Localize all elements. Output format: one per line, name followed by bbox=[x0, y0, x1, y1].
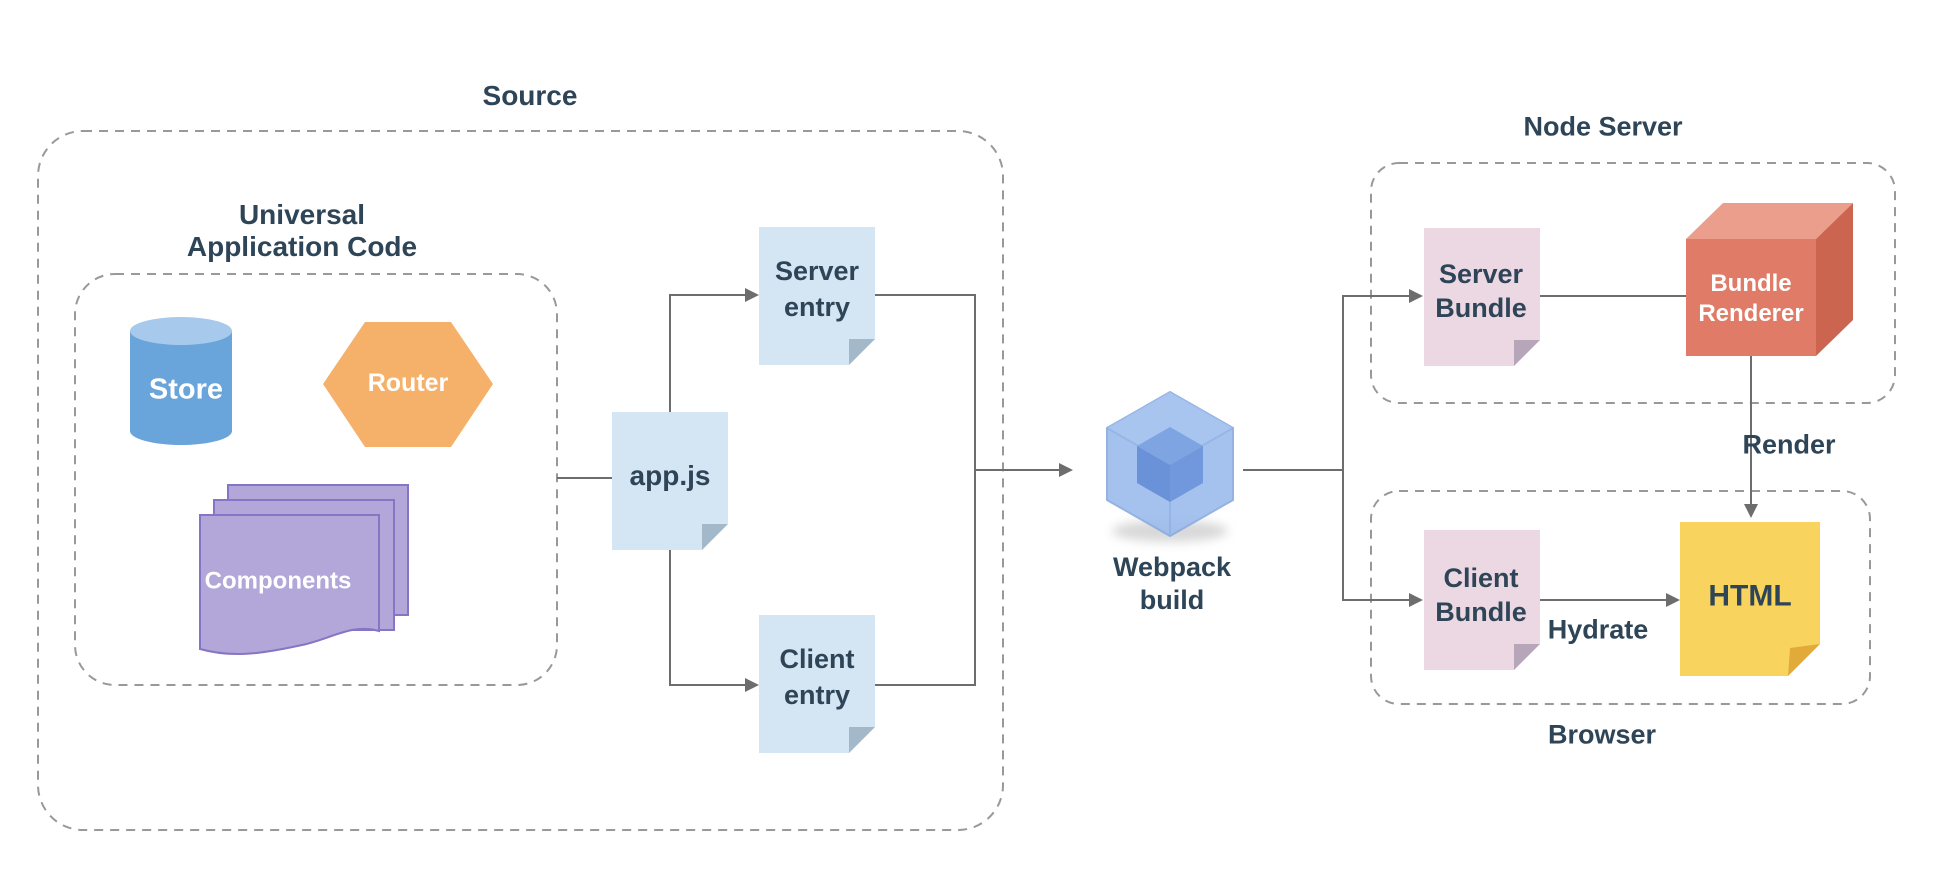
router-hexagon bbox=[323, 322, 493, 447]
appjs-node bbox=[612, 412, 728, 550]
client-entry-node bbox=[759, 615, 875, 753]
arrowhead-client-entry bbox=[745, 678, 759, 692]
node-server-label: Node Server bbox=[1523, 111, 1683, 142]
arrowhead-webpack bbox=[1059, 463, 1073, 477]
router-label: Router bbox=[367, 368, 449, 397]
bundle-renderer-label: Bundle Renderer bbox=[1698, 270, 1804, 327]
bundle-renderer-node bbox=[1686, 203, 1853, 356]
bundle-renderer-cube-side bbox=[1816, 203, 1853, 356]
client-bundle-node bbox=[1424, 530, 1540, 670]
browser-label: Browser bbox=[1547, 719, 1657, 750]
client-entry-doc-fold bbox=[849, 727, 875, 753]
connector-lines bbox=[557, 294, 1752, 686]
appjs-doc-fold bbox=[702, 524, 728, 550]
universal-app-container bbox=[74, 273, 558, 686]
source-label: Source bbox=[482, 79, 578, 111]
components-node bbox=[199, 484, 409, 655]
bundle-renderer-cube-front bbox=[1686, 239, 1816, 356]
edge-split-to-bundles bbox=[1342, 295, 1410, 601]
store-cylinder-top bbox=[130, 317, 232, 345]
render-edge-label: Render bbox=[1742, 429, 1836, 460]
webpack-logo bbox=[1106, 390, 1234, 542]
server-entry-doc bbox=[759, 227, 875, 365]
webpack-inner-left-face bbox=[1137, 446, 1170, 502]
webpack-inner-right-face bbox=[1170, 446, 1203, 502]
client-bundle-doc-fold bbox=[1514, 644, 1540, 670]
server-entry-node bbox=[759, 227, 875, 365]
edge-entries-merge bbox=[875, 294, 976, 686]
arrowhead-server-entry bbox=[745, 288, 759, 302]
client-entry-doc bbox=[759, 615, 875, 753]
store-cylinder-body bbox=[130, 331, 232, 445]
arrowheads bbox=[745, 288, 1758, 692]
arrowhead-html-render bbox=[1744, 504, 1758, 518]
server-entry-label: Server entry bbox=[774, 256, 860, 322]
html-node bbox=[1680, 522, 1820, 676]
store-node bbox=[130, 317, 232, 445]
edge-appjs-to-server-entry bbox=[669, 294, 746, 412]
hydrate-edge-label: Hydrate bbox=[1547, 614, 1649, 645]
arrowhead-html-hydrate bbox=[1666, 593, 1680, 607]
client-bundle-doc bbox=[1424, 530, 1540, 670]
html-doc bbox=[1680, 522, 1820, 676]
server-bundle-label: Server Bundle bbox=[1435, 259, 1527, 323]
server-bundle-node bbox=[1424, 228, 1540, 366]
arrowhead-server-bundle bbox=[1409, 289, 1423, 303]
components-page-front bbox=[199, 514, 380, 655]
components-label: Components bbox=[204, 567, 352, 595]
client-entry-label: Client entry bbox=[779, 644, 855, 710]
html-doc-fold bbox=[1788, 644, 1820, 676]
html-label: HTML bbox=[1708, 579, 1792, 613]
server-bundle-doc-fold bbox=[1514, 340, 1540, 366]
client-bundle-label: Client Bundle bbox=[1435, 563, 1527, 627]
webpack-build-label: Webpack build bbox=[1112, 552, 1232, 615]
browser-container bbox=[1370, 490, 1871, 705]
appjs-doc bbox=[612, 412, 728, 550]
server-entry-doc-fold bbox=[849, 339, 875, 365]
universal-app-label: Universal Application Code bbox=[186, 199, 418, 262]
edge-appjs-to-client-entry bbox=[669, 550, 746, 686]
source-container bbox=[37, 130, 1004, 831]
server-bundle-doc bbox=[1424, 228, 1540, 366]
store-label: Store bbox=[148, 373, 224, 406]
bundle-renderer-cube-top bbox=[1686, 203, 1853, 239]
arrowhead-client-bundle bbox=[1409, 593, 1423, 607]
appjs-label: app.js bbox=[629, 459, 711, 491]
